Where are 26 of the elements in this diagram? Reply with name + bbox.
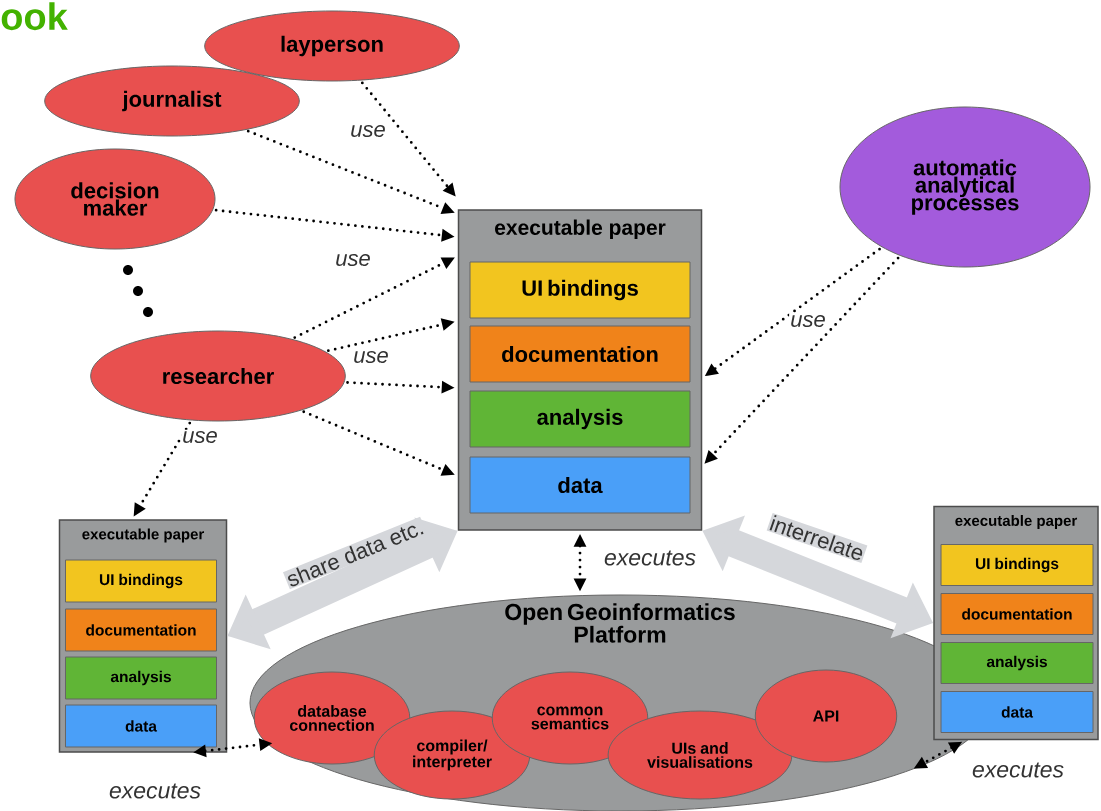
box-heading: executable paper [955,515,1078,529]
edge-label: use [349,123,387,139]
layer-box: analysis [469,390,691,448]
layer-box: UI bindings [65,559,217,603]
heading-fragment: ook [1,2,68,31]
layer-box: data [940,691,1094,733]
layer-box: analysis [940,642,1094,684]
edge-label: use [181,429,219,445]
edge-label: executes [107,782,203,800]
layer-box: analysis [65,656,217,700]
layer-box: documentation [65,608,217,652]
layer-box: data [469,456,691,514]
box-heading: executable paper [82,528,204,543]
edge-label: executes [602,549,698,567]
node-label: compiler/ interpreter [413,739,492,771]
layer-box: UI bindings [469,261,691,319]
layer-box: UI bindings [940,544,1094,586]
box-heading: executable paper [495,219,666,240]
edge-label: executes [970,761,1066,779]
layer-box: documentation [469,325,691,383]
layer-box: data [65,704,217,748]
layer-box: documentation [940,593,1094,635]
platform-title: Open Geoinformatics Platform [505,603,735,643]
edge-label: use [789,313,827,329]
edge-label: use [352,349,390,365]
edge-label: use [334,252,372,268]
